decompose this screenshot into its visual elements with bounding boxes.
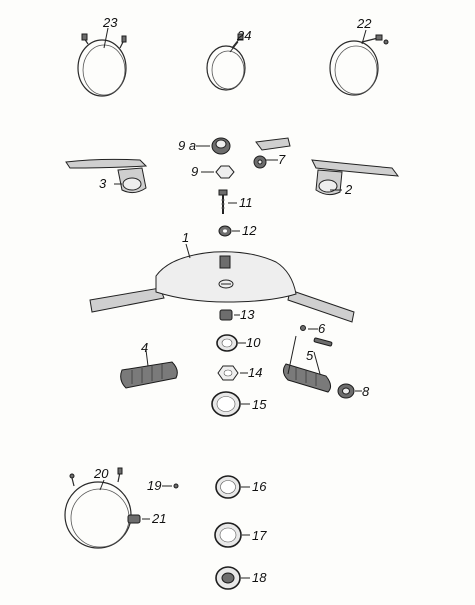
- ring-16: [215, 475, 241, 499]
- label-19: 19: [147, 478, 161, 493]
- ring-17: [214, 522, 242, 548]
- label-7: 7: [278, 152, 286, 167]
- cable-23: [77, 33, 127, 97]
- screw-5: [313, 337, 333, 347]
- label-15: 15: [252, 397, 267, 412]
- grip-4: [120, 361, 178, 389]
- left-lever-3: [65, 158, 148, 194]
- cable-22: [329, 34, 389, 96]
- label-5: 5: [306, 348, 314, 363]
- leader-24: [229, 41, 239, 53]
- hex-nut-14: [217, 365, 239, 381]
- leader-23: [103, 27, 109, 49]
- right-lever-2: [311, 159, 400, 196]
- label-8: 8: [362, 384, 370, 399]
- label-20: 20: [93, 466, 109, 481]
- leader-1: [185, 243, 191, 259]
- label-12: 12: [242, 223, 257, 238]
- pin-6: [300, 325, 306, 331]
- label-9: 9: [191, 164, 198, 179]
- pin-19: [173, 483, 179, 489]
- clip-ring-10: [216, 334, 238, 352]
- label-11: 11: [239, 195, 253, 210]
- label-4: 4: [141, 340, 148, 355]
- label-6: 6: [318, 321, 326, 336]
- label-9a: 9 a: [178, 138, 196, 153]
- label-3: 3: [99, 176, 107, 191]
- label-24: 24: [236, 28, 251, 43]
- label-10: 10: [246, 335, 261, 350]
- bolt-11: [218, 189, 228, 214]
- sleeve-13: [219, 309, 233, 321]
- washer-12: [218, 225, 232, 237]
- ring-18: [215, 566, 241, 590]
- label-23: 23: [102, 15, 118, 30]
- label-13: 13: [240, 307, 255, 322]
- hex-nut-9: [215, 165, 235, 179]
- label-1: 1: [182, 230, 189, 245]
- switch-7: [253, 137, 291, 169]
- grip-5: [282, 363, 332, 393]
- handlebar-1: [89, 251, 355, 323]
- cap-9a: [211, 137, 231, 155]
- label-14: 14: [248, 365, 262, 380]
- label-21: 21: [151, 511, 166, 526]
- cable-24: [206, 33, 246, 91]
- sleeve-21: [127, 514, 141, 524]
- label-17: 17: [252, 528, 267, 543]
- pin-6-shaft: [287, 335, 297, 375]
- leader-5: [313, 351, 321, 375]
- ring-15: [211, 391, 241, 417]
- label-2: 2: [344, 182, 353, 197]
- label-16: 16: [252, 479, 267, 494]
- label-18: 18: [252, 570, 267, 585]
- end-cap-8: [337, 383, 355, 399]
- leader-20: [99, 479, 105, 491]
- label-22: 22: [356, 16, 372, 31]
- leader-4: [145, 349, 149, 367]
- leader-22: [361, 29, 367, 45]
